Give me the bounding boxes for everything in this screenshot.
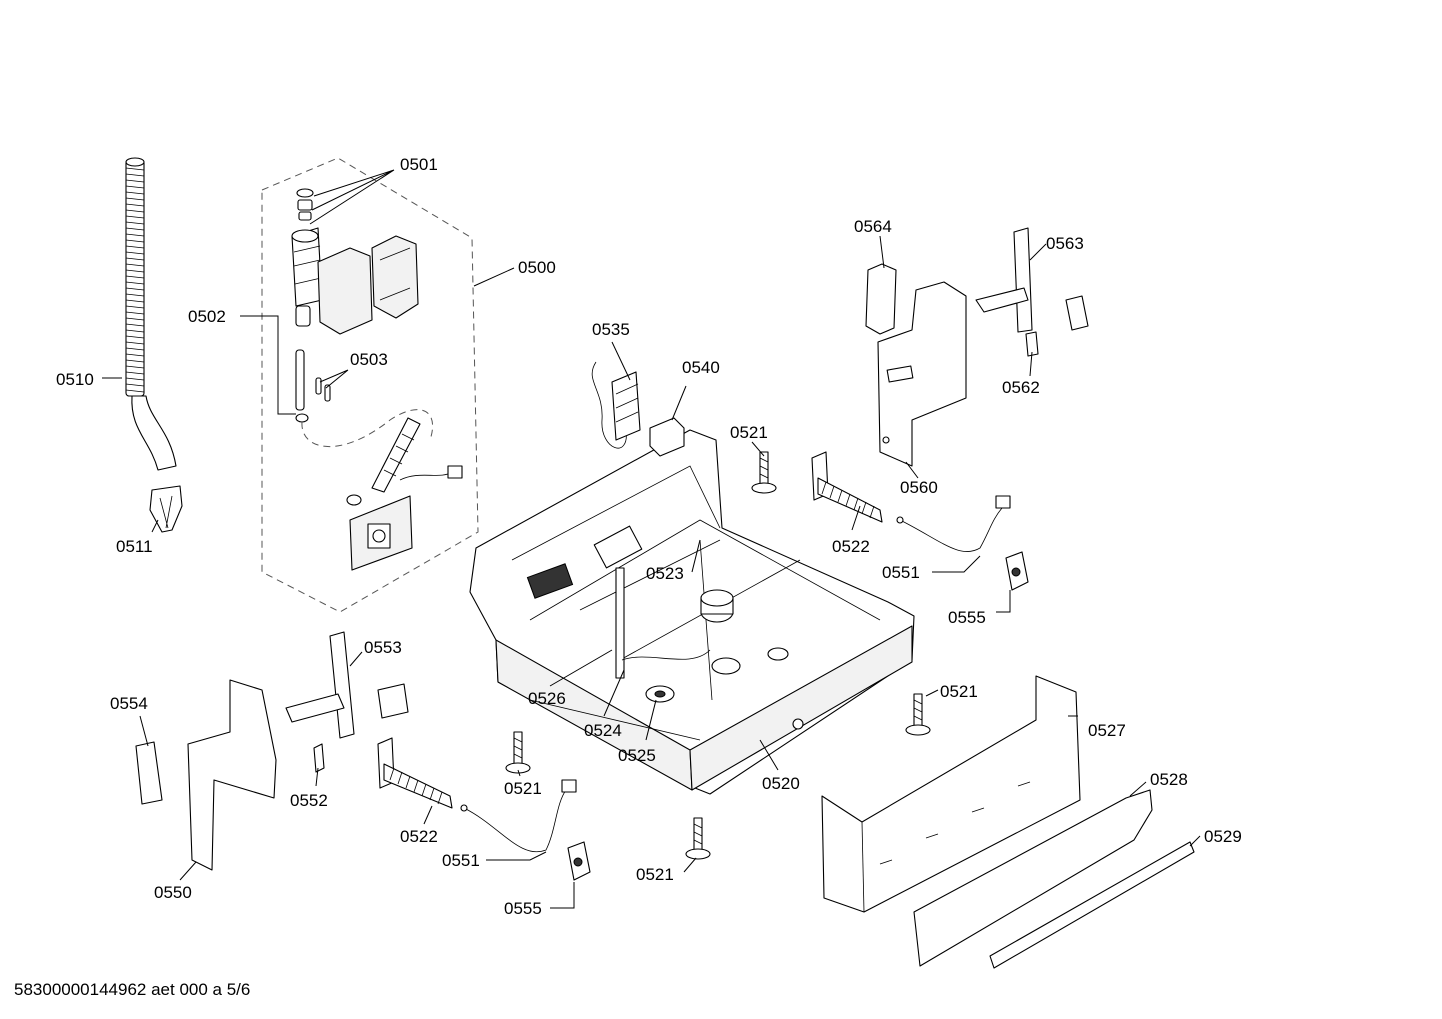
label-0521-b: 0521	[940, 682, 978, 701]
screw-0521-b	[905, 693, 931, 736]
label-0527: 0527	[1088, 721, 1126, 740]
spring-0522-a	[811, 451, 883, 523]
screw-0521-c	[505, 731, 531, 774]
cable-0551-a	[896, 495, 1011, 553]
cable-0551-b	[460, 779, 577, 853]
label-0551-b: 0551	[442, 851, 480, 870]
spring-0522-b	[377, 737, 453, 809]
label-0521-d: 0521	[636, 865, 674, 884]
label-0520: 0520	[762, 774, 800, 793]
label-0553: 0553	[364, 638, 402, 657]
label-0552: 0552	[290, 791, 328, 810]
label-0500: 0500	[518, 258, 556, 277]
label-0511: 0511	[116, 537, 153, 556]
screw-0521-d	[685, 817, 711, 860]
label-0522-a: 0522	[832, 537, 870, 556]
label-0526: 0526	[528, 689, 566, 708]
label-0554: 0554	[110, 694, 148, 713]
label-0560: 0560	[900, 478, 938, 497]
label-0529: 0529	[1204, 827, 1242, 846]
bracket-group-left	[135, 631, 409, 871]
plug-0555-b	[567, 841, 591, 881]
label-0528: 0528	[1150, 770, 1188, 789]
trim-panel-0528	[913, 789, 1153, 967]
label-0540: 0540	[682, 358, 720, 377]
label-0564: 0564	[854, 217, 892, 236]
leader-lines	[102, 169, 1201, 909]
label-0502: 0502	[188, 307, 226, 326]
label-0535: 0535	[592, 320, 630, 339]
part-labels: 0501 0500 0502 0503 0510 0511 0535 0540 …	[56, 155, 1242, 918]
label-0551-a: 0551	[882, 563, 920, 582]
base-tub-0520	[469, 429, 915, 795]
kick-plate-0527	[821, 675, 1081, 913]
trim-strip-0529	[989, 841, 1195, 969]
screw-0521-a	[751, 451, 777, 494]
label-0525: 0525	[618, 746, 656, 765]
drawing-code: 58300000144962 aet 000 a 5/6	[14, 980, 251, 999]
hose-clip-0511	[149, 485, 183, 533]
label-0521-c: 0521	[504, 779, 542, 798]
label-0501: 0501	[400, 155, 438, 174]
wiring-0535	[591, 361, 641, 449]
label-0555-a: 0555	[948, 608, 986, 627]
plug-0555-a	[1005, 551, 1029, 591]
drain-hose-0510	[125, 157, 177, 471]
label-0523: 0523	[646, 564, 684, 583]
aquastop-assembly-group	[261, 157, 479, 613]
label-0550: 0550	[154, 883, 192, 902]
label-0522-b: 0522	[400, 827, 438, 846]
label-0510: 0510	[56, 370, 94, 389]
label-0562: 0562	[1002, 378, 1040, 397]
bracket-group-right	[865, 227, 1089, 467]
label-0503: 0503	[350, 350, 388, 369]
label-0521-a: 0521	[730, 423, 768, 442]
label-0555-b: 0555	[504, 899, 542, 918]
label-0563: 0563	[1046, 234, 1084, 253]
connector-0540	[649, 417, 685, 457]
label-0524: 0524	[584, 721, 622, 740]
